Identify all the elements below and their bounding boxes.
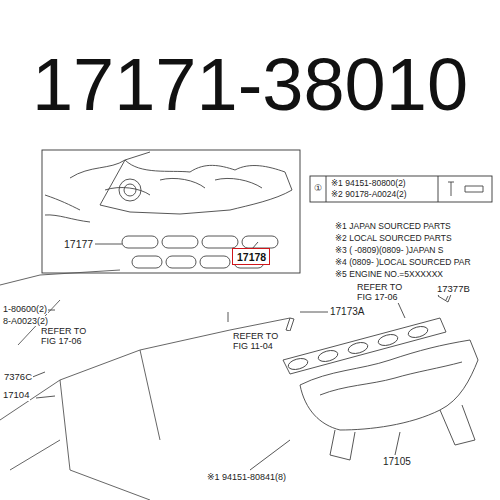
inset-frame xyxy=(42,150,300,273)
gasket-port xyxy=(317,349,339,364)
highlight-box: 17178 xyxy=(232,248,270,265)
part-number: 17178 xyxy=(237,252,265,263)
cylinder-head xyxy=(0,270,290,500)
table-frame xyxy=(310,176,492,202)
gasket-port xyxy=(200,256,230,268)
callout-label: ※5 ENGINE NO.=5XXXXXX xyxy=(334,270,444,280)
callout-label: ① xyxy=(313,183,323,193)
callout-label: ※1 94151-80800(2) xyxy=(330,179,407,189)
throttle-bore xyxy=(124,184,136,196)
gasket-port xyxy=(407,325,429,340)
callout-label: ※2 LOCAL SOURCED PARTS xyxy=(334,234,453,244)
gasket-port xyxy=(202,236,238,248)
hose xyxy=(45,195,90,222)
intake-manifold xyxy=(70,152,292,214)
gasket-port xyxy=(162,236,198,248)
gasket-port xyxy=(166,256,196,268)
leader-line xyxy=(250,440,290,470)
gasket-port xyxy=(287,357,309,372)
leader-line xyxy=(95,244,122,245)
callout-label: 17105 xyxy=(382,456,412,468)
manifold-detail xyxy=(105,178,262,195)
callout-label: ※4 (0809- )LOCAL SOURCED PAR xyxy=(334,258,472,268)
exhaust-manifold xyxy=(300,340,478,430)
part-number-title: 17171-38010 xyxy=(0,48,500,122)
callout-label: 17173A xyxy=(329,306,365,318)
callout-label: REFER TO FIG 11-04 xyxy=(232,331,296,352)
callout-label: 17104 xyxy=(2,390,30,401)
callout-label: 8-A0023(2) xyxy=(2,316,49,326)
gasket-port xyxy=(242,236,278,248)
callout-label: 1-80600(2) xyxy=(2,304,48,314)
callout-label: ※1 JAPAN SOURCED PARTS xyxy=(334,222,452,232)
callout-label: 17377B xyxy=(436,284,471,295)
callout-label: 7376C xyxy=(3,372,33,383)
callout-label: ※1 94151-80841(8) xyxy=(206,472,287,482)
gasket-port xyxy=(347,341,369,356)
callout-label: 17177 xyxy=(63,238,94,250)
drawing-lines xyxy=(0,150,492,500)
callout-label: ※2 90178-A0024(2) xyxy=(330,190,408,200)
stud-bolt xyxy=(228,288,452,331)
callout-label: REFER TO FIG 17-06 xyxy=(40,326,94,347)
manifold-detail xyxy=(320,362,475,460)
exhaust-gasket xyxy=(283,318,446,374)
gasket-port xyxy=(122,236,158,248)
callout-label: REFER TO FIG 17-06 xyxy=(356,282,410,303)
gasket-port xyxy=(377,333,399,348)
throttle-body xyxy=(119,179,141,201)
gasket-port xyxy=(132,256,162,268)
bolt-icon xyxy=(448,182,483,196)
callout-label: ※3 ( -0809)(0809- )JAPAN S xyxy=(334,246,445,256)
